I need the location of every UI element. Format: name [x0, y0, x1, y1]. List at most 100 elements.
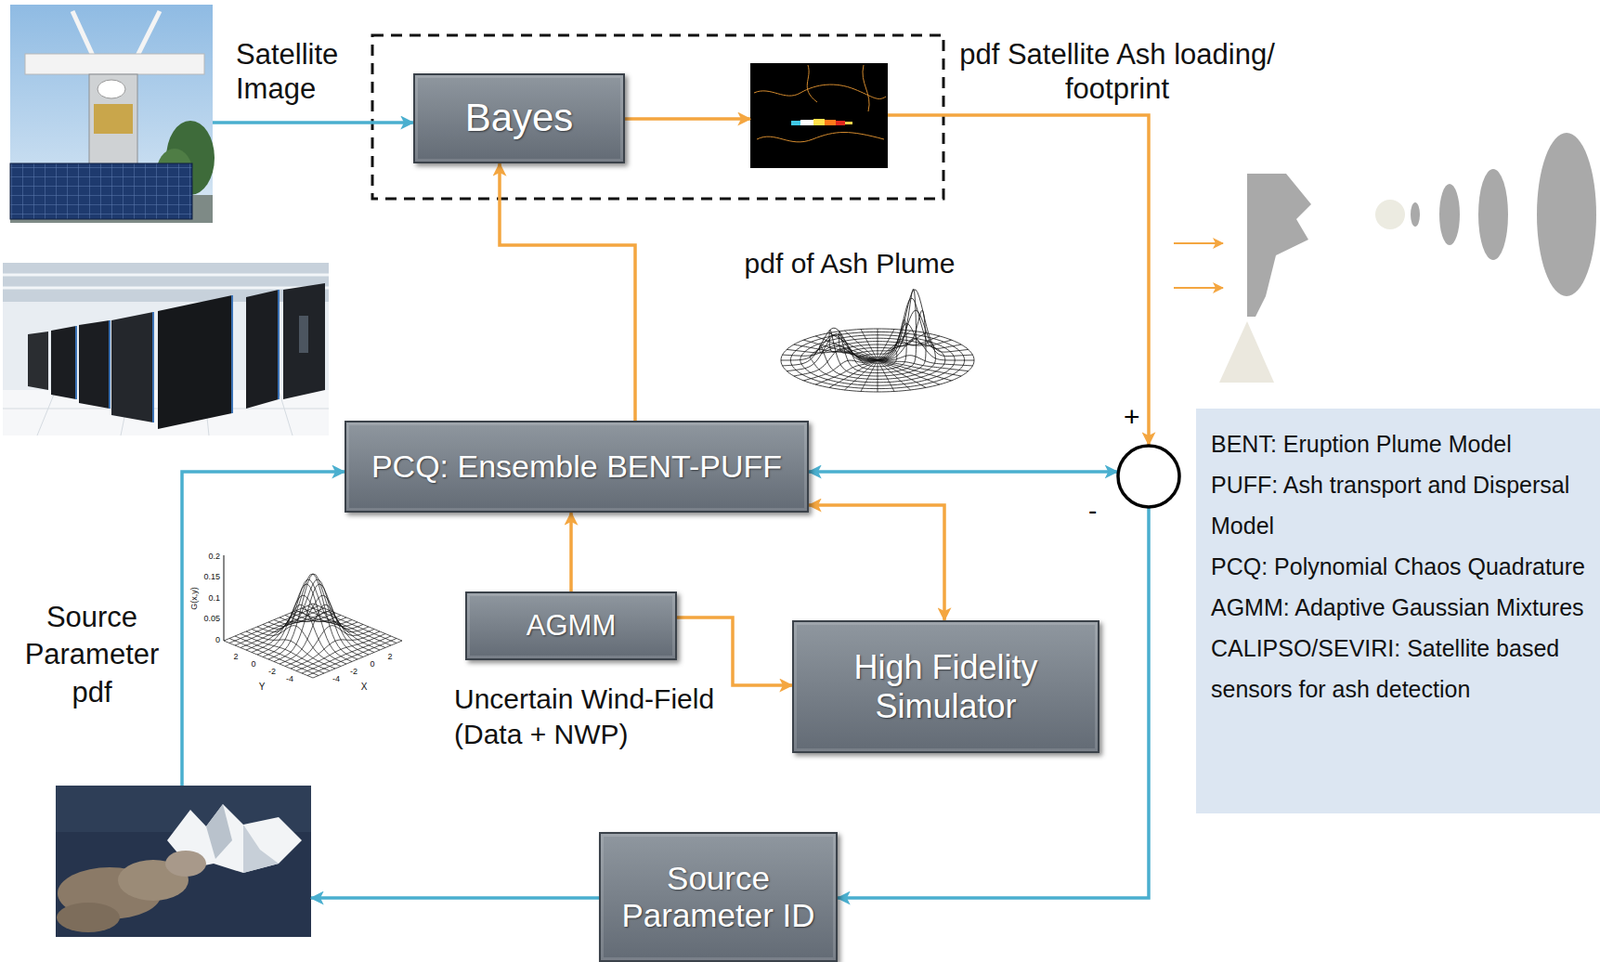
- ash-plume-pdf-mesh: [780, 288, 975, 392]
- supercomputer-photo: [2, 262, 329, 436]
- mesh-line: [257, 604, 347, 664]
- input-label: Uncertain Wind-Field (Data + NWP): [454, 681, 728, 752]
- box-label: PCQ: Ensemble BENT-PUFF: [355, 448, 798, 485]
- axis-tick-label: -2: [339, 666, 368, 677]
- glossary-entry: PCQ: Polynomial Chaos Quadrature: [1210, 546, 1597, 587]
- image-arrow: [311, 896, 599, 900]
- mesh-line: [877, 328, 879, 361]
- axis-tick-label: 0: [239, 659, 268, 670]
- supercomputer-photo-part: [246, 289, 279, 409]
- supercomputer-photo-part: [283, 283, 326, 400]
- arrow-label: Source Parameter pdf: [16, 598, 168, 712]
- ash-satellite-map-part: [845, 121, 853, 125]
- image-arrow: [887, 115, 1149, 445]
- image-arrow: [182, 471, 345, 786]
- mesh-line: [877, 360, 895, 392]
- mesh-line: [246, 631, 336, 669]
- process-box: Bayes: [413, 73, 625, 164]
- sign-label: -: [1088, 497, 1097, 524]
- glossary-entry: AGMM: Adaptive Gaussian Mixtures: [1210, 586, 1597, 628]
- mesh-line: [301, 636, 391, 674]
- supercomputer-photo-part: [2, 262, 329, 302]
- mesh-line: [262, 584, 352, 663]
- mesh-line: [860, 329, 878, 361]
- ash-satellite-map-part: [824, 119, 836, 126]
- flow-arrow: [808, 469, 1118, 474]
- axis-tick-label: -2: [258, 666, 287, 677]
- satellite-photo-part: [97, 79, 126, 99]
- axis-tick-label: 0.05: [192, 613, 221, 625]
- axis-tick-label: 0.2: [192, 551, 221, 562]
- supercomputer-photo-part: [51, 325, 77, 400]
- satellite-photo-part: [93, 104, 133, 134]
- mesh-line: [262, 579, 352, 658]
- satellite-photo-part: [72, 11, 93, 56]
- axis-tick-label: 2: [221, 651, 250, 663]
- flow-arrow: [569, 512, 573, 592]
- eruption-figure-part: [1536, 132, 1597, 297]
- satellite-photo: [10, 4, 215, 223]
- volcano-photo-part: [55, 785, 312, 937]
- ash-satellite-map-part: [806, 65, 818, 103]
- volcano-photo: [55, 785, 312, 937]
- mesh-line: [829, 360, 878, 388]
- flow-arrow: [499, 163, 636, 421]
- z-axis-line: [223, 555, 225, 641]
- eruption-figure-part: [1219, 321, 1275, 383]
- mesh-line: [877, 289, 969, 361]
- satellite-photo-part: [89, 74, 138, 168]
- junction-outline: [1116, 443, 1182, 509]
- axis-tick-label: 0: [192, 635, 221, 646]
- satellite-photo-part: [10, 4, 213, 223]
- mesh-line: [877, 333, 926, 361]
- ash-satellite-map-part: [800, 119, 814, 126]
- mesh-line: [290, 612, 380, 651]
- glossary-panel: BENT: Eruption Plume ModelPUFF: Ash tran…: [1196, 408, 1600, 814]
- supercomputer-photo-part: [2, 274, 329, 288]
- image-arrow: [212, 120, 414, 125]
- process-box: Source Parameter ID: [598, 832, 838, 962]
- mesh-line: [877, 360, 911, 391]
- ash-satellite-map-part: [756, 132, 885, 143]
- glossary-entry: CALIPSO/SEVIRI: Satellite based sensors …: [1210, 627, 1597, 710]
- mesh-line: [268, 573, 358, 660]
- box-label: High Fidelity Simulator: [803, 648, 1089, 726]
- mesh-line: [877, 360, 879, 392]
- junction-circle: [1118, 445, 1180, 508]
- arrow-label: Satellite Image: [235, 37, 366, 106]
- axis-title: X: [350, 681, 378, 693]
- axis-tick-label: -4: [275, 674, 304, 685]
- mesh-line: [290, 631, 380, 669]
- axis-title: Y: [247, 681, 276, 693]
- mesh-line: [815, 360, 878, 385]
- mesh-line: [877, 310, 973, 361]
- eruption-figure-part: [1375, 199, 1405, 230]
- ash-satellite-map-part: [791, 120, 801, 126]
- supercomputer-photo-part: [76, 289, 279, 423]
- flow-arrow: [676, 617, 793, 686]
- glossary-entry: BENT: Eruption Plume Model: [1210, 423, 1597, 465]
- layout-wires: [182, 115, 1149, 898]
- mesh-line: [279, 604, 369, 664]
- mesh-line: [877, 298, 962, 361]
- satellite-photo-part: [10, 163, 193, 220]
- ash-satellite-map-part: [813, 118, 825, 126]
- box-label: Source Parameter ID: [610, 859, 827, 936]
- sign-label: +: [1123, 403, 1141, 431]
- ash-satellite-map-part: [750, 63, 888, 169]
- mesh-line: [234, 636, 325, 674]
- satellite-photo-part: [137, 11, 160, 56]
- volcano-photo-part: [206, 804, 233, 859]
- mesh-line: [268, 573, 358, 660]
- mesh-line: [273, 579, 364, 658]
- process-box: PCQ: Ensemble BENT-PUFF: [344, 420, 809, 513]
- eruption-figure: [1173, 132, 1597, 383]
- axis-tick-label: 2: [376, 651, 404, 663]
- eruption-figure-part: [1247, 173, 1312, 317]
- figure-label: pdf of Ash Plume: [733, 247, 966, 281]
- mesh-line: [877, 360, 962, 377]
- flow-arrow: [808, 505, 945, 621]
- process-box: AGMM: [465, 591, 677, 661]
- mesh-line: [793, 344, 878, 361]
